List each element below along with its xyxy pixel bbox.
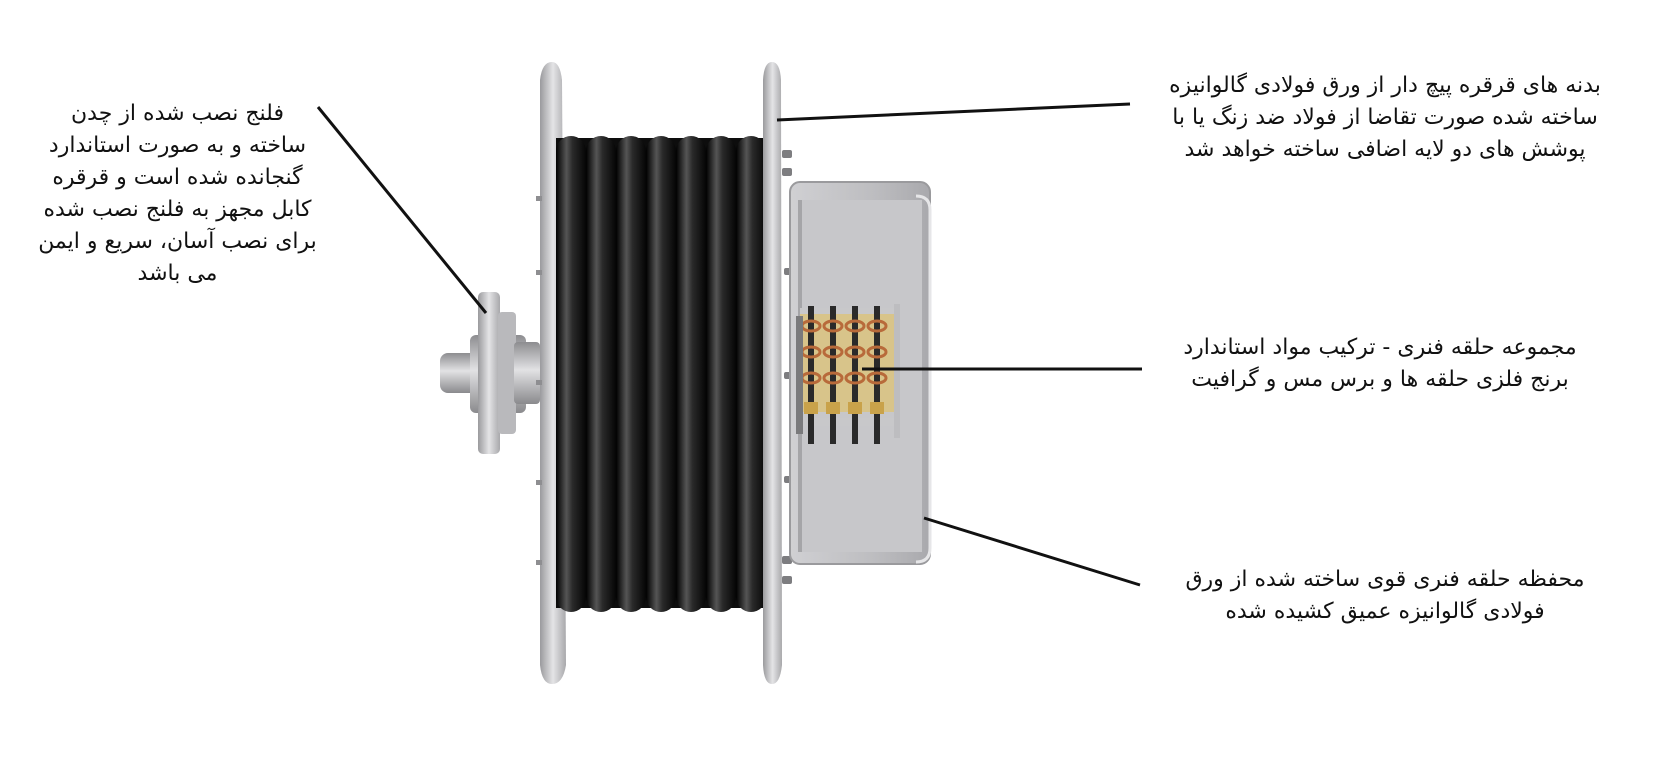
slipring-line: مجموعه حلقه فنری - ترکیب مواد استاندارد <box>1183 335 1577 360</box>
mounting-flange <box>440 292 540 454</box>
brush-spring <box>844 345 866 359</box>
brush-spring <box>844 371 866 385</box>
brush-spring <box>844 319 866 333</box>
flange-line: کابل مجهز به فلنج نصب شده <box>43 197 312 222</box>
brush-post <box>830 306 836 444</box>
brass-ring <box>804 402 818 414</box>
brush-post <box>874 306 880 444</box>
housing-description: محفظه حلقه فنری قوی ساخته شده از ورق فول… <box>1140 564 1630 628</box>
leader-line-housing <box>923 516 1141 587</box>
flange-line: می باشد <box>137 261 218 286</box>
brass-ring <box>826 402 840 414</box>
brush-post <box>852 306 858 444</box>
brass-ring <box>848 402 862 414</box>
slip-ring-description: مجموعه حلقه فنری - ترکیب مواد استاندارد … <box>1140 332 1620 396</box>
cable-coil <box>646 136 676 612</box>
slipring-line: برنج فلزی حلقه ها و برس مس و گرافیت <box>1191 367 1569 392</box>
leader-line-body <box>776 102 1131 122</box>
brush-spring <box>822 319 844 333</box>
flange-line: فلنج نصب شده از چدن <box>71 101 284 126</box>
cable-coil <box>736 136 766 612</box>
flange-line: برای نصب آسان، سریع و ایمن <box>38 229 317 254</box>
body-line: بدنه های قرقره پیچ دار از ورق فولادی گال… <box>1169 73 1601 98</box>
flange-description: فلنج نصب شده از چدن ساخته و به صورت استا… <box>0 98 355 290</box>
cable-coil <box>586 136 616 612</box>
leader-line-flange <box>316 106 488 314</box>
cable-coil <box>556 136 586 612</box>
cable-coils <box>556 136 766 612</box>
cable-coil <box>706 136 736 612</box>
flange-line: گنجانده شده است و قرقره <box>52 165 303 190</box>
cable-coil <box>676 136 706 612</box>
body-line: پوشش های دو لایه اضافی ساخته خواهد شد <box>1184 137 1586 162</box>
brush-spring <box>822 345 844 359</box>
reel-body-description: بدنه های قرقره پیچ دار از ورق فولادی گال… <box>1125 70 1645 166</box>
brush-spring <box>866 319 888 333</box>
brass-ring <box>870 402 884 414</box>
housing-line: فولادی گالوانیزه عمیق کشیده شده <box>1225 599 1545 624</box>
leader-lines <box>316 102 1142 587</box>
body-line: ساخته شده صورت تقاضا از فولاد ضد زنگ یا … <box>1172 105 1598 130</box>
brush-spring <box>866 345 888 359</box>
brush-post <box>808 306 814 444</box>
cable-coil <box>616 136 646 612</box>
brush-spring <box>822 371 844 385</box>
brush-spring <box>866 371 888 385</box>
right-reel-disc <box>763 62 792 684</box>
slip-ring-assembly <box>796 304 900 444</box>
housing-line: محفظه حلقه فنری قوی ساخته شده از ورق <box>1185 567 1585 592</box>
flange-line: ساخته و به صورت استاندارد <box>48 133 307 158</box>
